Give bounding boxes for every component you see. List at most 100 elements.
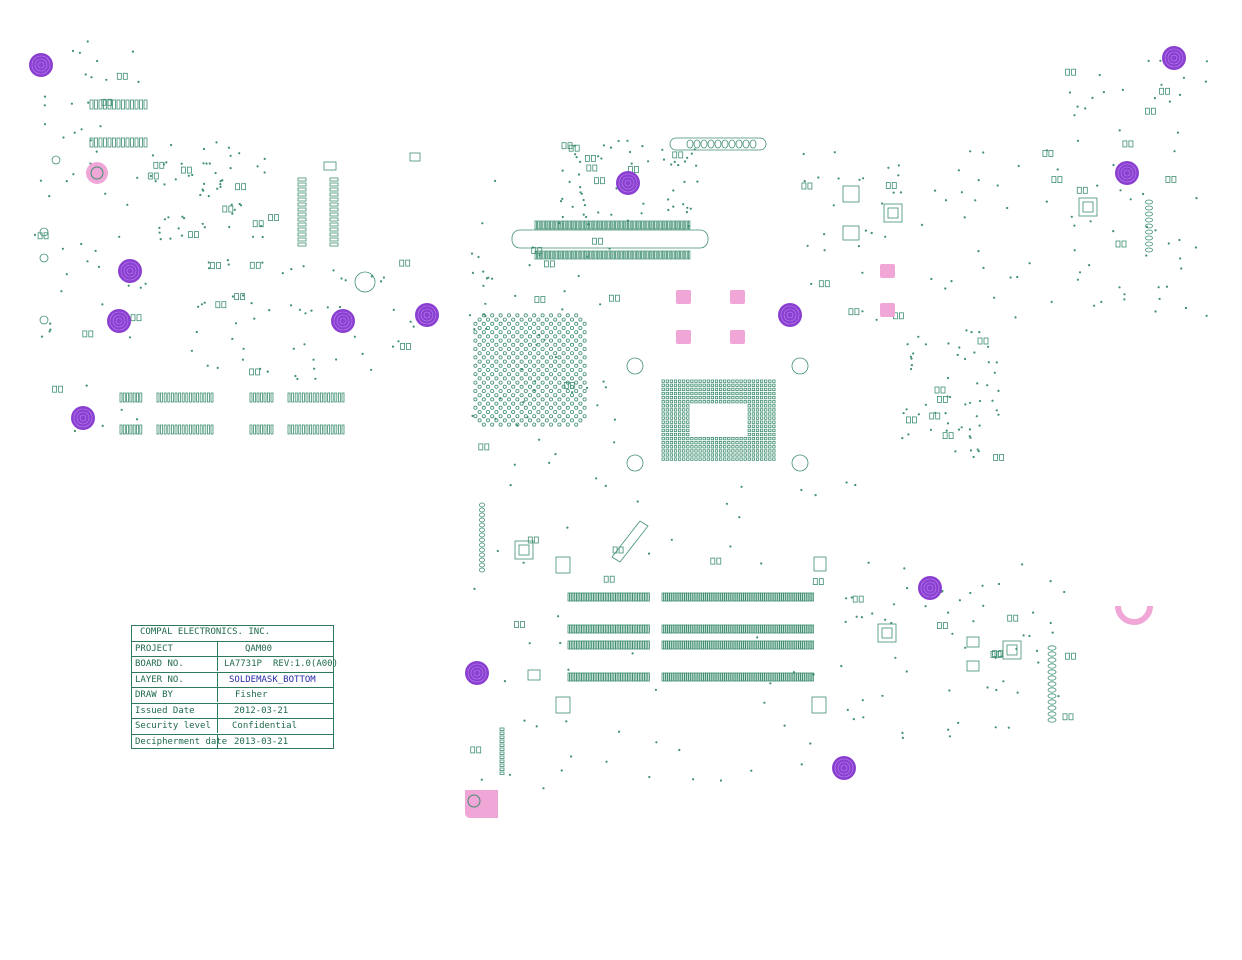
bga-ball [494, 384, 499, 389]
slot-pin [633, 250, 636, 260]
via [294, 374, 297, 378]
via [263, 157, 266, 160]
slot-pin [804, 592, 807, 602]
mounting-hole-ring [73, 408, 93, 428]
slot-pin [785, 592, 788, 602]
slot-pin [596, 640, 599, 650]
slot-pin [686, 640, 689, 650]
smd-pad [1071, 68, 1076, 76]
slot-pin [630, 640, 633, 650]
slot-pin [569, 640, 572, 650]
slot-pin [766, 624, 769, 634]
slot-pin [579, 672, 582, 682]
via [219, 185, 222, 188]
slot-pin [667, 592, 670, 602]
slot-pin [630, 220, 634, 230]
via [579, 191, 582, 194]
bga-pad [698, 387, 702, 392]
bga-pad [661, 424, 665, 428]
bga-ball [523, 380, 528, 385]
bga-pad [710, 449, 715, 453]
via [1182, 76, 1185, 79]
slot-pin [745, 624, 748, 634]
via [677, 164, 680, 167]
slot-pin [722, 672, 725, 682]
column-divider [217, 719, 218, 733]
slot-pin [783, 592, 786, 602]
bga-ball [485, 367, 490, 372]
via [559, 641, 562, 645]
bga-pad [731, 453, 735, 457]
via [174, 178, 177, 181]
mounting-hole-ring [1123, 169, 1131, 177]
via [203, 182, 206, 185]
bga-pad [739, 445, 743, 449]
bga-ball [578, 393, 583, 398]
bga-ball [557, 355, 562, 360]
bga-pad [669, 428, 674, 433]
slot-pin [800, 624, 803, 634]
smd-pad [567, 142, 573, 150]
via [575, 156, 578, 159]
decipherment-value: 2013-03-21 [234, 737, 289, 747]
slot-pin [707, 640, 710, 650]
bga-ball [494, 325, 499, 330]
bga-pad [661, 404, 665, 408]
bga-pad [751, 412, 756, 416]
mounting-hole-ring [1117, 163, 1137, 183]
smd-pad [1051, 176, 1057, 184]
bga-pad [747, 432, 751, 437]
slot-pin [586, 624, 589, 634]
bga-pad [690, 383, 694, 387]
via [956, 353, 959, 356]
bga-pad [751, 428, 756, 433]
via [65, 180, 68, 183]
bga-ball [494, 334, 499, 339]
slot-pin [798, 592, 801, 602]
bga-pad [772, 383, 776, 387]
bga-pad [665, 379, 669, 383]
slot-pin [610, 640, 613, 650]
bga-pad [673, 436, 678, 441]
connector-pin [256, 392, 260, 403]
bga-ball [481, 380, 486, 385]
via [965, 329, 968, 332]
bga-pad [731, 441, 735, 445]
connector-pin [309, 424, 313, 435]
via [1049, 621, 1052, 625]
bga-ball [515, 338, 520, 343]
bga-pad [669, 449, 674, 453]
bga-pad [673, 387, 678, 392]
bga-pad [678, 445, 682, 449]
slot-pin [787, 592, 790, 602]
bga-ball [515, 313, 520, 318]
connector-pin [203, 392, 207, 403]
slot-pin [594, 640, 598, 650]
mounting-hole-ring [467, 663, 487, 683]
bga-ball [561, 409, 566, 414]
via [1063, 590, 1066, 594]
via [670, 163, 673, 166]
via [1037, 661, 1040, 664]
slot-pin [682, 640, 685, 650]
bga-pad [694, 387, 698, 392]
bga-pad [714, 379, 719, 383]
connector-pin [178, 424, 182, 435]
via [1056, 168, 1059, 171]
bga-pad [731, 445, 735, 449]
connector-pin [206, 392, 210, 403]
smd-pad [186, 166, 192, 174]
slot-pin [783, 624, 786, 634]
via [391, 345, 395, 348]
bga-ball [502, 342, 507, 347]
via [641, 145, 644, 148]
connector-pin [301, 424, 305, 435]
smd-pad [812, 578, 818, 585]
slot-pin [577, 624, 581, 634]
via [609, 146, 613, 149]
via [579, 186, 582, 189]
connector-pin [479, 542, 485, 548]
via [683, 180, 686, 183]
bga-pad [723, 449, 727, 453]
via [1028, 634, 1031, 638]
